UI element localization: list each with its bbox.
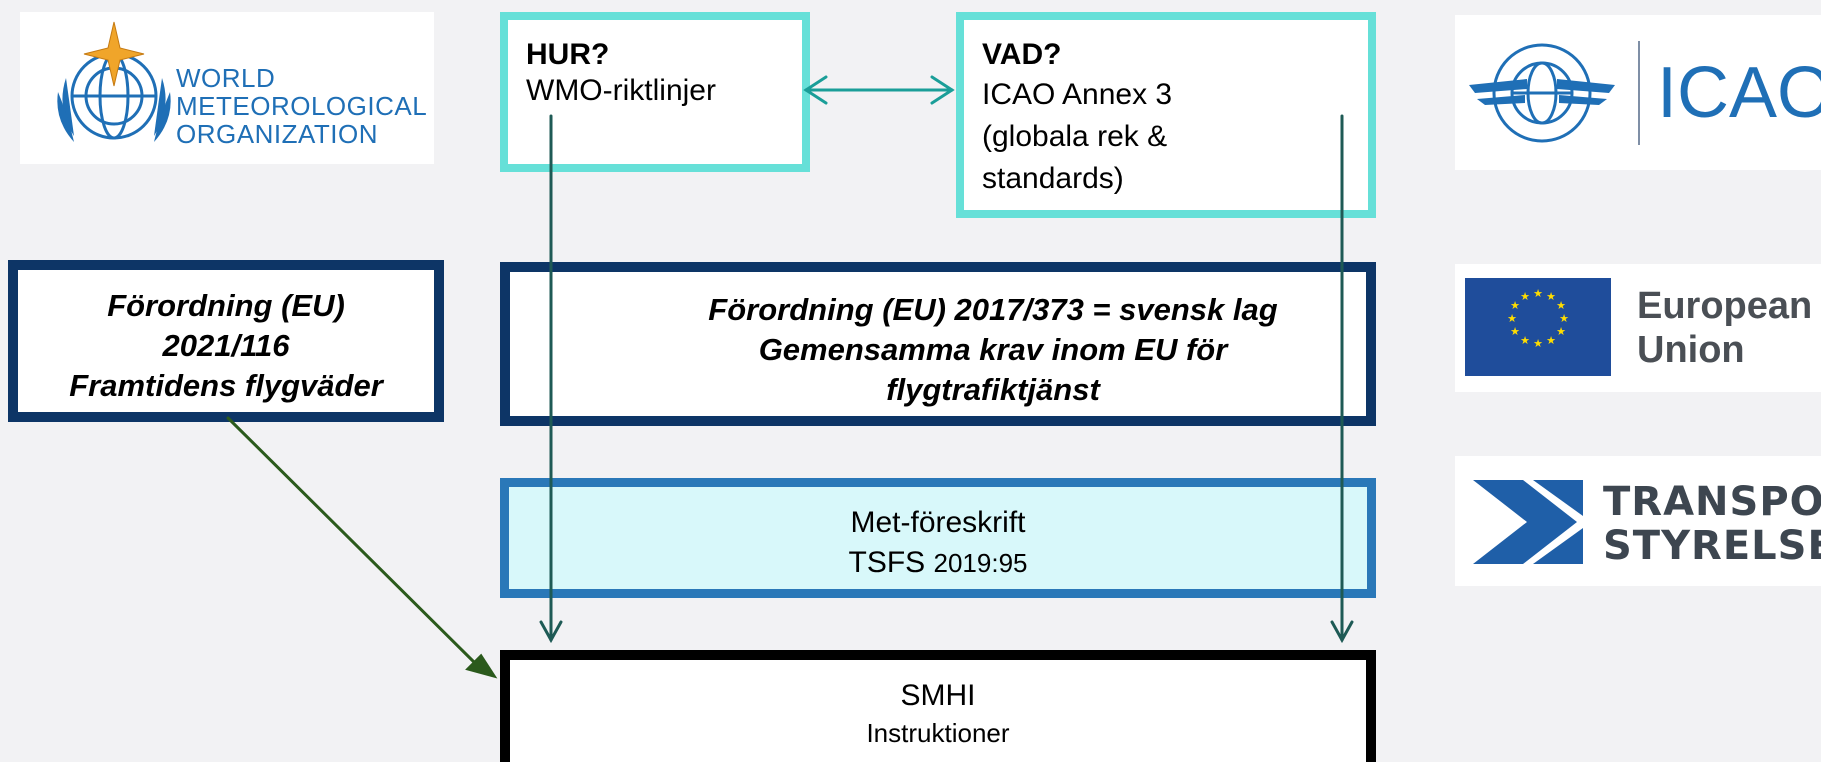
transportstyrelsen-chevron-icon	[1473, 480, 1583, 564]
wmo-line: METEOROLOGICAL	[176, 91, 428, 121]
svg-text:★: ★	[1510, 325, 1520, 338]
eu-2021-text: Förordning (EU) 2021/116 Framtidens flyg…	[18, 286, 434, 406]
met-tsfs: TSFS	[848, 546, 934, 579]
smhi-subtitle: Instruktioner	[866, 718, 1010, 748]
met-line2: TSFS 2019:95	[509, 543, 1367, 583]
vad-heading: VAD?	[982, 38, 1062, 71]
wmo-logo: WORLD METEOROLOGICAL ORGANIZATION	[20, 12, 434, 164]
smhi-text: SMHI Instruktioner	[510, 676, 1366, 750]
eu-2021-line: Framtidens flygväder	[69, 368, 383, 403]
smhi-box: SMHI Instruktioner	[500, 650, 1376, 762]
transportstyrelsen-line: TRANSPORT	[1603, 479, 1821, 525]
hur-box: HUR? WMO-riktlinjer	[500, 12, 810, 172]
eu-line: European	[1637, 285, 1813, 327]
icao-emblem-icon	[1469, 43, 1615, 143]
svg-text:★: ★	[1546, 334, 1556, 347]
vad-box: VAD? ICAO Annex 3 (globala rek & standar…	[956, 12, 1376, 218]
vad-line: standards)	[982, 162, 1124, 195]
vad-line: (globala rek &	[982, 120, 1168, 153]
svg-text:★: ★	[1510, 299, 1520, 312]
met-line1: Met-föreskrift	[850, 506, 1026, 539]
eu-logo: ★ ★ ★ ★ ★ ★ ★ ★ ★ ★ ★ ★ European Union	[1455, 264, 1821, 392]
hur-vad-double-arrow	[803, 75, 955, 105]
eu2021-to-smhi-arrow	[226, 416, 498, 679]
svg-text:★: ★	[1507, 312, 1517, 325]
wmo-logo-text: WORLD METEOROLOGICAL ORGANIZATION	[176, 64, 427, 148]
eu-logo-text: European Union	[1637, 284, 1812, 372]
hur-heading: HUR?	[526, 38, 610, 71]
eu-2017-line: Gemensamma krav inom EU för	[758, 332, 1228, 367]
svg-text:★: ★	[1533, 337, 1543, 350]
met-text: Met-föreskrift TSFS 2019:95	[509, 503, 1367, 583]
svg-text:★: ★	[1546, 290, 1556, 303]
vad-line: ICAO Annex 3	[982, 78, 1173, 111]
transportstyrelsen-logo: TRANSPORT STYRELSEN	[1455, 456, 1821, 586]
eu-flag-icon: ★ ★ ★ ★ ★ ★ ★ ★ ★ ★ ★ ★	[1465, 278, 1611, 376]
met-number: 2019:95	[933, 548, 1028, 578]
eu-2017-text: Förordning (EU) 2017/373 = svensk lag Ge…	[660, 290, 1326, 410]
eu-2017-line: flygtrafiktjänst	[886, 372, 1100, 407]
wmo-line: ORGANIZATION	[176, 119, 378, 149]
svg-text:★: ★	[1520, 334, 1530, 347]
eu-2017-line: Förordning (EU) 2017/373 = svensk lag	[708, 292, 1278, 327]
transportstyrelsen-line: STYRELSEN	[1603, 523, 1821, 569]
svg-text:★: ★	[1533, 287, 1543, 300]
svg-text:★: ★	[1556, 325, 1566, 338]
icao-divider	[1638, 41, 1640, 145]
svg-text:★: ★	[1520, 290, 1530, 303]
icao-logo: ICAO	[1455, 15, 1821, 170]
hur-text: WMO-riktlinjer	[526, 74, 716, 107]
smhi-title: SMHI	[900, 679, 976, 712]
svg-text:★: ★	[1556, 299, 1566, 312]
wmo-line: WORLD	[176, 63, 276, 93]
eu-2021-line: 2021/116	[162, 328, 290, 363]
eu-2021-box: Förordning (EU) 2021/116 Framtidens flyg…	[8, 260, 444, 422]
transportstyrelsen-logo-text: TRANSPORT STYRELSEN	[1603, 480, 1821, 568]
wmo-globe-emblem-icon	[57, 21, 171, 142]
met-box: Met-föreskrift TSFS 2019:95	[500, 478, 1376, 598]
eu-line: Union	[1637, 329, 1745, 371]
icao-logo-text: ICAO	[1657, 53, 1821, 133]
svg-text:★: ★	[1559, 312, 1569, 325]
eu-2021-line: Förordning (EU)	[107, 288, 345, 323]
eu-2017-box: Förordning (EU) 2017/373 = svensk lag Ge…	[500, 262, 1376, 426]
